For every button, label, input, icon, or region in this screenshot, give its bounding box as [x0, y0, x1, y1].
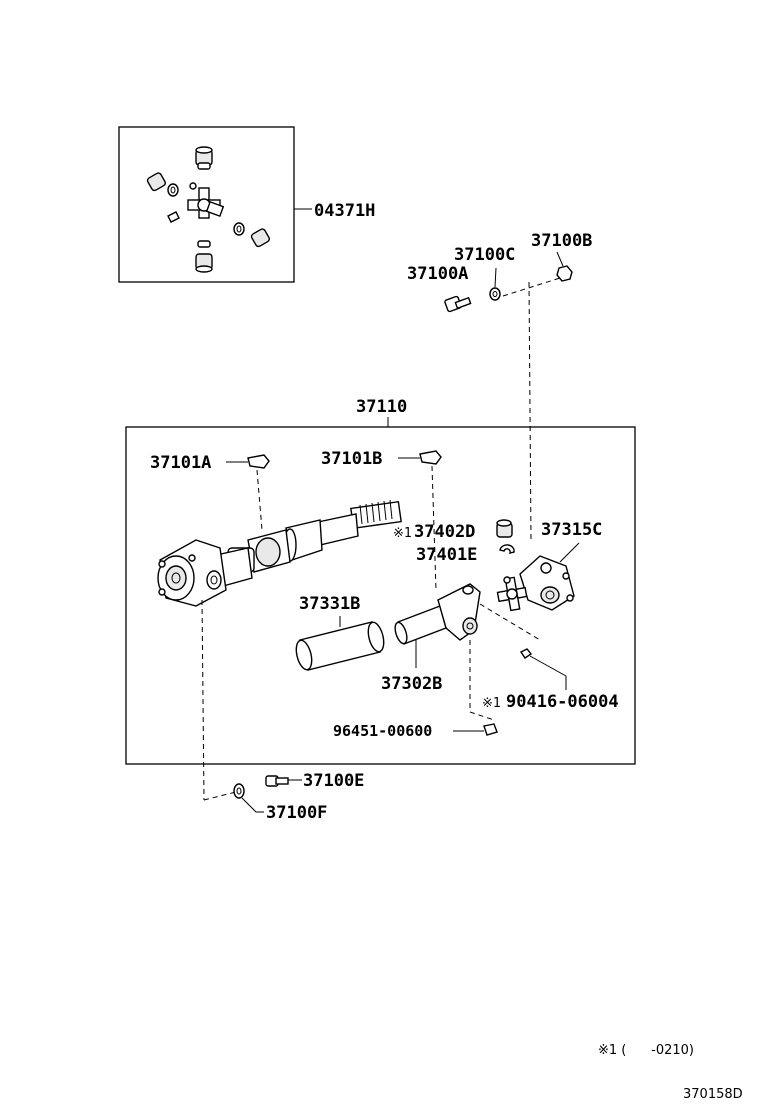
nut-b-label: 37100B	[531, 231, 592, 251]
bolt-icon	[444, 295, 472, 313]
bolt-a-label: 37100A	[407, 264, 468, 284]
bearing-cup-icon	[233, 222, 271, 248]
clip-a-icon	[247, 454, 270, 469]
assembly-label: 37110	[356, 397, 407, 417]
grease-fitting-icon	[483, 723, 498, 736]
nipple-label: 90416-06004	[506, 692, 619, 712]
washer-icon	[489, 287, 501, 301]
intermediate-shaft-icon	[157, 499, 402, 607]
spider-cross-icon	[187, 187, 225, 219]
washer-f-label: 37100F	[266, 803, 327, 823]
flange-yoke-icon	[519, 555, 575, 611]
snap-ring-label: 37401E	[416, 545, 477, 565]
diagram-code: 370158D	[683, 1087, 743, 1102]
sleeve-icon	[295, 621, 385, 671]
bearing-cup-icon	[146, 172, 179, 197]
grease-nipple-icon	[519, 648, 533, 659]
slip-yoke-icon	[394, 583, 481, 645]
repair-kit-inset	[118, 126, 295, 283]
snap-ring-icon	[499, 544, 515, 554]
kit-label: 04371H	[314, 201, 375, 221]
spider-cross-icon	[496, 576, 528, 612]
bearing-cup-icon	[195, 240, 213, 273]
yoke-label: 37315C	[541, 520, 602, 540]
assembly-frame	[125, 426, 636, 765]
bearing-cup-icon	[195, 146, 213, 170]
grease-fitting-label: 96451-00600	[333, 722, 432, 740]
bearing-cup-label: 37402D	[414, 522, 475, 542]
clip-b-icon	[419, 450, 442, 465]
washer-c-label: 37100C	[454, 245, 515, 265]
footnote: ※1 ( -0210)	[598, 1043, 694, 1058]
sleeve-label: 37331B	[299, 594, 360, 614]
nut-icon	[556, 265, 573, 282]
nipple-note: ※1	[482, 696, 501, 711]
clip-b-label: 37101B	[321, 449, 382, 469]
bolt-e-label: 37100E	[303, 771, 364, 791]
grease-nipple-icon	[167, 182, 197, 223]
clip-a-label: 37101A	[150, 453, 211, 473]
bearing-cup-icon	[496, 519, 513, 538]
slip-yoke-label: 37302B	[381, 674, 442, 694]
bolt-icon	[265, 775, 289, 787]
washer-icon	[233, 783, 245, 799]
repair-kit-frame	[118, 126, 295, 283]
bearing-cup-note: ※1	[393, 526, 412, 541]
